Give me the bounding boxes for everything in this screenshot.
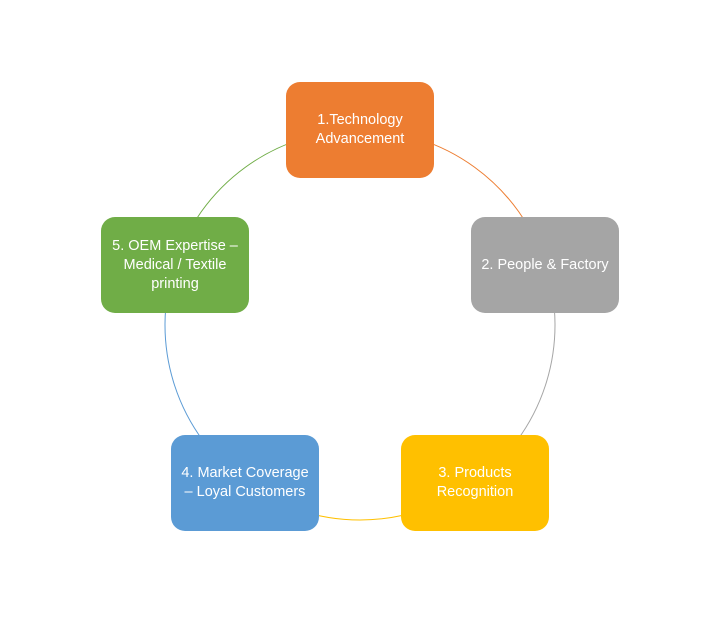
step-4-label: 4. Market Coverage – Loyal Customers <box>181 465 309 500</box>
step-5-oem-expertise: 5. OEM Expertise – Medical / Textile pri… <box>101 217 249 313</box>
step-2-label: 2. People & Factory <box>481 256 609 273</box>
step-4-market-coverage: 4. Market Coverage – Loyal Customers <box>171 435 319 531</box>
step-1-label: 1.Technology Advancement <box>315 112 405 147</box>
step-1-technology-advancement: 1.Technology Advancement <box>286 82 434 178</box>
step-3-products-recognition: 3. Products Recognition <box>401 435 549 531</box>
step-3-label: 3. Products Recognition <box>436 465 514 500</box>
step-5-label: 5. OEM Expertise – Medical / Textile pri… <box>112 237 238 292</box>
step-2-people-factory: 2. People & Factory <box>471 217 619 313</box>
